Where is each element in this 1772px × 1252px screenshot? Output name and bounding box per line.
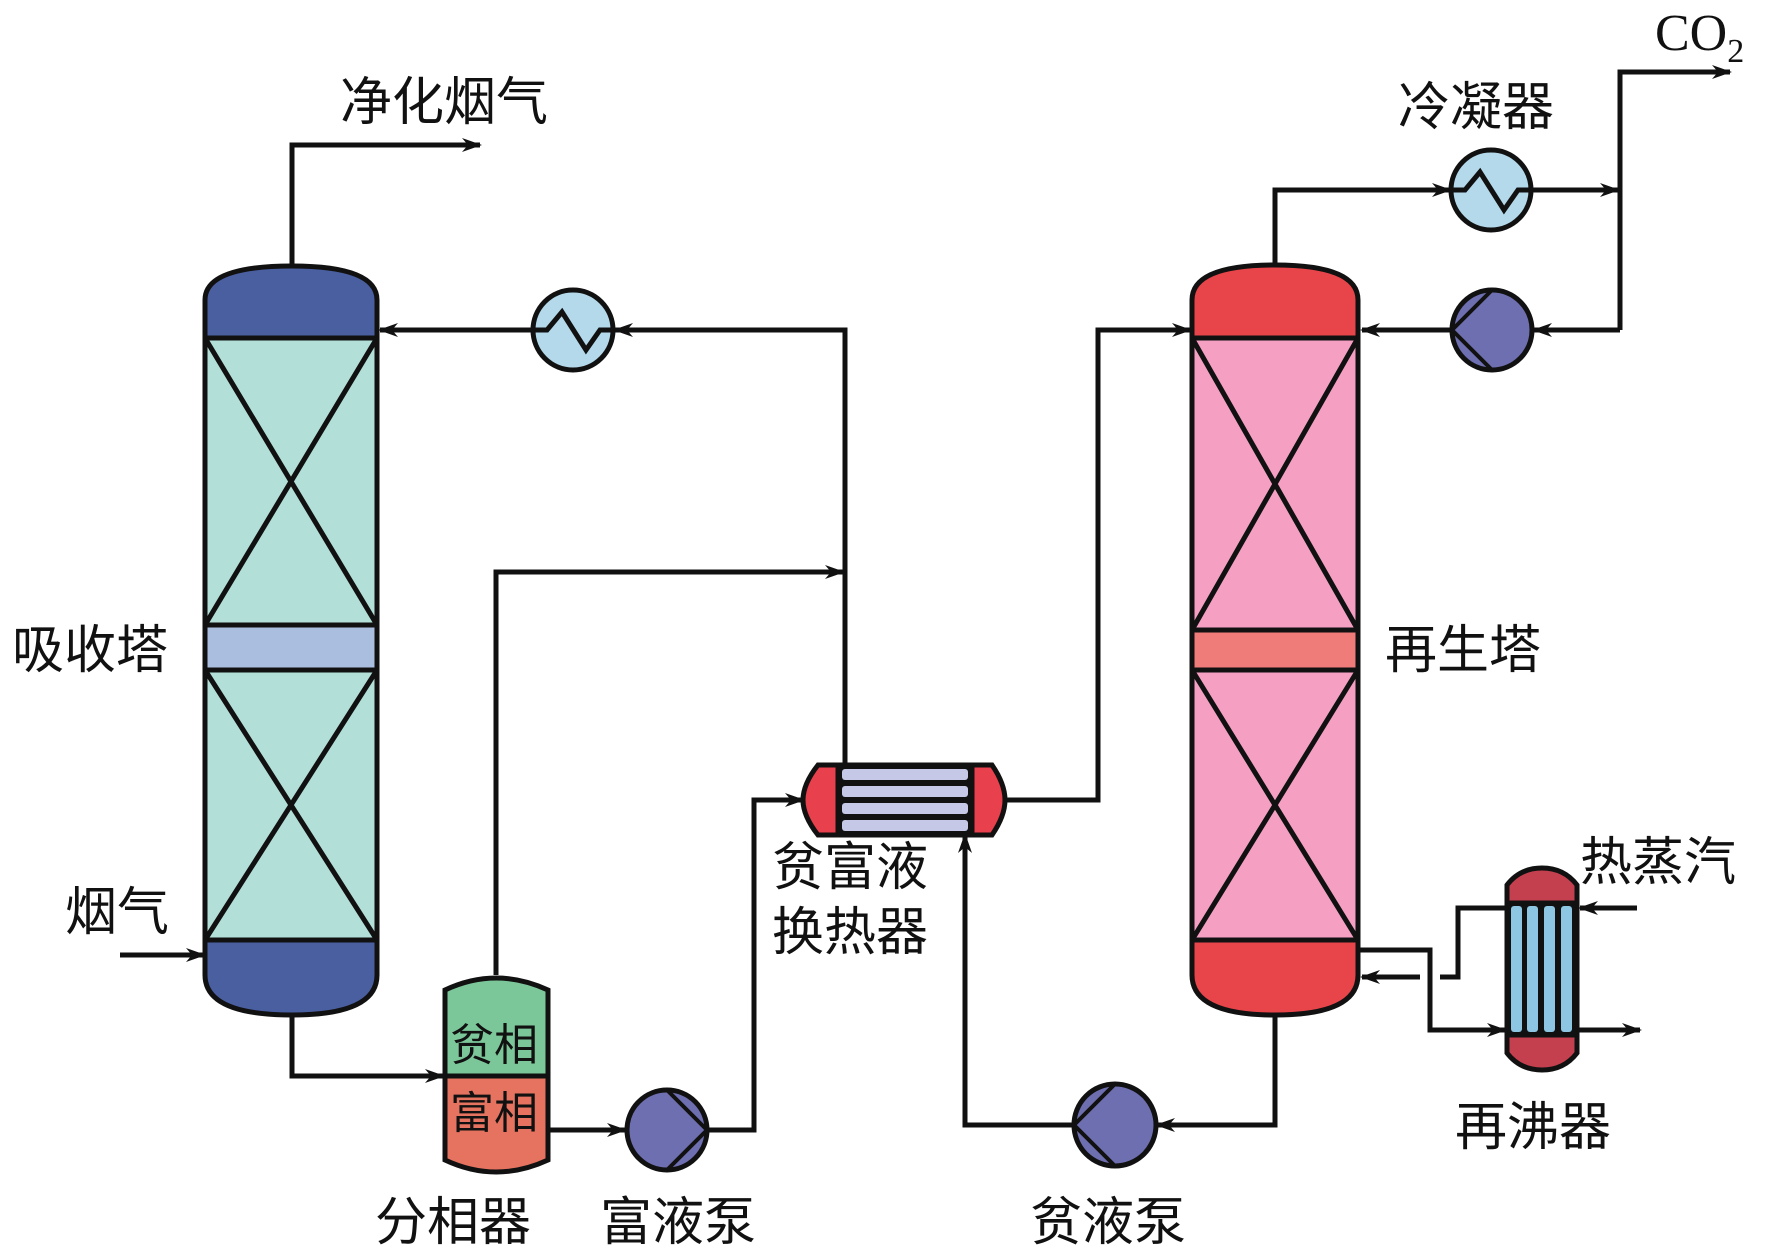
exchanger-tube bbox=[842, 820, 968, 831]
reboiler-return-line bbox=[1440, 905, 1507, 980]
exchanger-left-head bbox=[800, 762, 841, 838]
reboiler-tube bbox=[1527, 906, 1538, 1032]
regenerator-to-lean-pump-line bbox=[1155, 1015, 1278, 1132]
separator-rich-phase bbox=[442, 1073, 551, 1175]
reflux-pump-icon bbox=[1449, 287, 1535, 373]
rich-pump-triangle-icon bbox=[665, 1088, 710, 1172]
separator-label: 分相器 bbox=[375, 1193, 531, 1252]
exchanger-to-cooler-line bbox=[613, 323, 848, 765]
condenser-coil-icon bbox=[1451, 167, 1531, 215]
regenerator-to-reboiler-line bbox=[1360, 947, 1507, 1037]
regenerator-bottom-head bbox=[1189, 937, 1361, 1018]
lean-pump bbox=[1071, 1081, 1159, 1169]
co2-label: CO2 bbox=[1655, 5, 1744, 70]
lean-pump-label: 贫液泵 bbox=[1030, 1193, 1186, 1252]
flue-gas-label: 烟气 bbox=[65, 883, 169, 943]
absorber-top-head bbox=[202, 263, 380, 341]
reboiler-top-head bbox=[1504, 865, 1580, 906]
exchanger-to-regenerator-line bbox=[1005, 323, 1192, 803]
exchanger-tube bbox=[842, 786, 968, 797]
piping bbox=[120, 65, 1732, 1137]
cooler-coil-icon bbox=[533, 307, 613, 355]
absorber-column bbox=[202, 263, 380, 1018]
lean-rich-heat-exchanger bbox=[800, 762, 1008, 838]
regenerator-upper-packing-x bbox=[1189, 336, 1361, 632]
phase-separator: 贫相 富相 bbox=[442, 975, 551, 1175]
rich-pump-label: 富液泵 bbox=[600, 1193, 756, 1252]
exchanger-tube bbox=[842, 803, 968, 814]
reflux-pump-triangle-icon bbox=[1449, 288, 1494, 372]
separator-lean-phase bbox=[442, 975, 551, 1079]
labels: 净化烟气 吸收塔 烟气 分相器 富液泵 贫富液 换热器 贫液泵 再生塔 冷凝器 … bbox=[12, 5, 1744, 1252]
absorber-lower-packing-x bbox=[202, 668, 380, 942]
rich-phase-label: 富相 bbox=[450, 1088, 538, 1139]
regenerator-distributor bbox=[1189, 627, 1361, 673]
heat-exchanger-label-line2: 换热器 bbox=[772, 903, 928, 963]
rich-pump bbox=[624, 1087, 710, 1173]
rich-pump-icon bbox=[624, 1087, 710, 1173]
condenser-label: 冷凝器 bbox=[1398, 78, 1554, 138]
condenser bbox=[1448, 147, 1534, 233]
lean-pump-icon bbox=[1071, 1081, 1159, 1169]
regenerator-column bbox=[1189, 262, 1361, 1018]
lean-pump-triangle-icon bbox=[1071, 1082, 1117, 1168]
reboiler-label: 再沸器 bbox=[1455, 1098, 1611, 1158]
exchanger-tube bbox=[842, 769, 968, 780]
heat-exchanger-label-line1: 贫富液 bbox=[772, 838, 928, 898]
reboiler bbox=[1504, 865, 1580, 1073]
regenerator-label: 再生塔 bbox=[1385, 621, 1541, 681]
absorber-label: 吸收塔 bbox=[12, 621, 168, 681]
absorber-distributor bbox=[202, 622, 380, 673]
reflux-pump bbox=[1449, 287, 1535, 373]
co2-label-main: CO bbox=[1655, 5, 1727, 62]
reboiler-tube bbox=[1511, 906, 1522, 1032]
reboiler-tube bbox=[1561, 906, 1572, 1032]
hot-steam-label: 热蒸汽 bbox=[1580, 833, 1736, 893]
absorber-to-separator-line bbox=[289, 1015, 445, 1083]
co2-outlet-line bbox=[1617, 65, 1732, 330]
reboiler-tube bbox=[1544, 906, 1555, 1032]
clean-gas-line bbox=[289, 138, 482, 266]
absorber-bottom-head bbox=[202, 937, 380, 1018]
regenerator-lower-packing-x bbox=[1189, 668, 1361, 942]
reboiler-bottom-head bbox=[1504, 1032, 1580, 1073]
rich-pump-to-exchanger-line bbox=[708, 793, 805, 1133]
regenerator-top-head bbox=[1189, 262, 1361, 341]
lean-pump-to-exchanger-line bbox=[958, 833, 1074, 1128]
absorber-upper-packing-x bbox=[202, 336, 380, 627]
clean-flue-gas-label: 净化烟气 bbox=[340, 73, 548, 133]
regenerator-to-condenser-line bbox=[1272, 183, 1452, 265]
exchanger-right-head bbox=[969, 762, 1008, 838]
lean-cooler bbox=[530, 287, 616, 373]
separator-lean-line bbox=[493, 565, 845, 975]
lean-phase-label: 贫相 bbox=[450, 1020, 538, 1071]
co2-label-subscript: 2 bbox=[1727, 33, 1744, 70]
